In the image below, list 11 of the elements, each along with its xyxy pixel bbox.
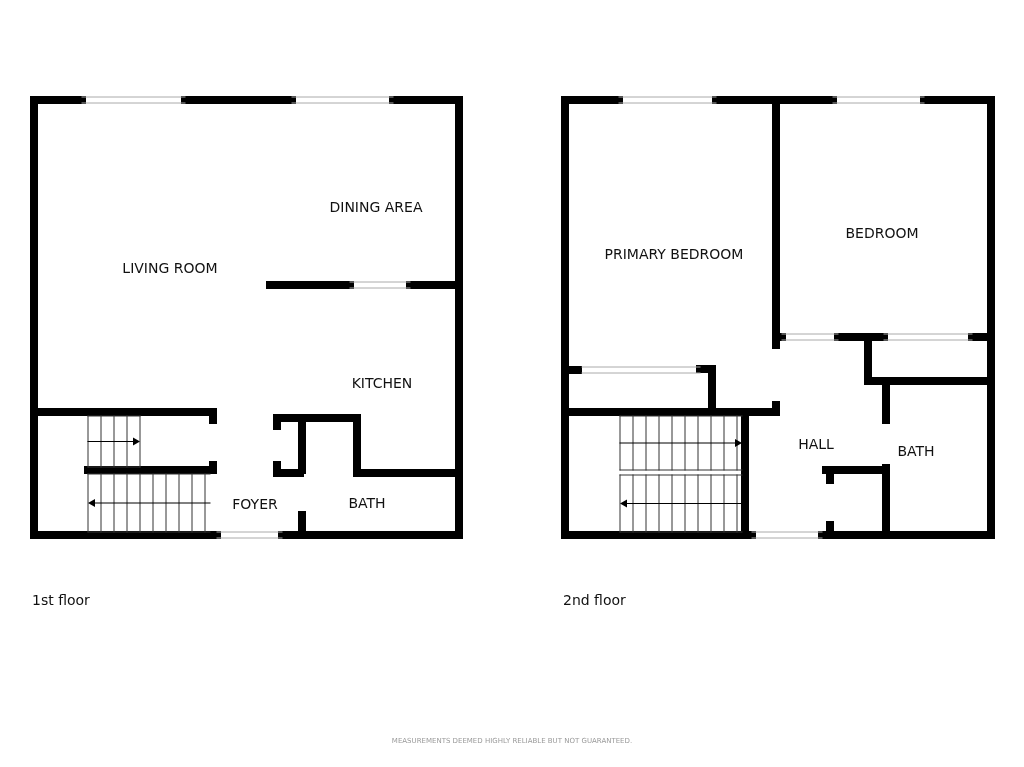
room-label: FOYER <box>232 496 278 512</box>
floor-label: 1st floor <box>32 592 90 608</box>
room-label: BATH <box>897 443 935 459</box>
floor-label: 2nd floor <box>563 592 626 608</box>
room-label: LIVING ROOM <box>122 260 218 276</box>
room-label: HALL <box>798 436 834 452</box>
room-label: DINING AREA <box>329 199 423 215</box>
room-label: PRIMARY BEDROOM <box>604 246 744 262</box>
room-label: KITCHEN <box>351 375 413 391</box>
room-label: BATH <box>348 495 386 511</box>
room-label: BEDROOM <box>845 225 919 241</box>
